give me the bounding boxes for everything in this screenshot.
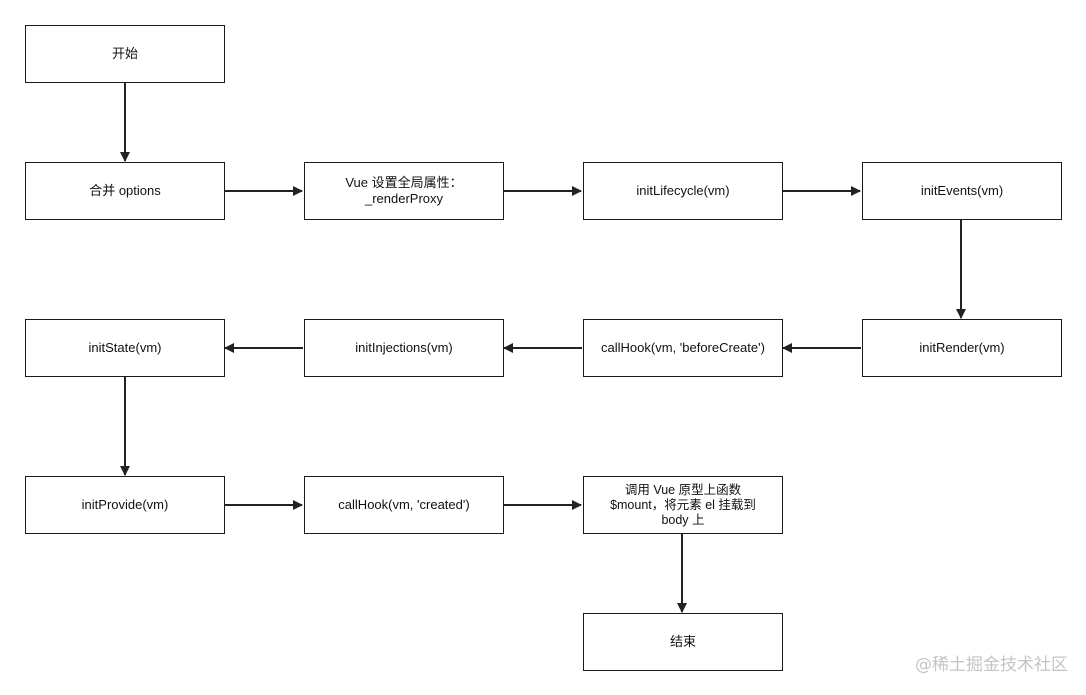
node-merge-options: 合并 options [25, 162, 225, 220]
node-render-proxy: Vue 设置全局属性： _renderProxy [304, 162, 504, 220]
node-init-state: initState(vm) [25, 319, 225, 377]
node-call-hook-before-create: callHook(vm, 'beforeCreate') [583, 319, 783, 377]
node-init-injections: initInjections(vm) [304, 319, 504, 377]
watermark-text: @稀土掘金技术社区 [915, 655, 1068, 675]
node-call-hook-created: callHook(vm, 'created') [304, 476, 504, 534]
node-init-provide: initProvide(vm) [25, 476, 225, 534]
node-init-render: initRender(vm) [862, 319, 1062, 377]
node-end: 结束 [583, 613, 783, 671]
node-start: 开始 [25, 25, 225, 83]
node-mount: 调用 Vue 原型上函数 $mount，将元素 el 挂载到 body 上 [583, 476, 783, 534]
node-init-events: initEvents(vm) [862, 162, 1062, 220]
node-init-lifecycle: initLifecycle(vm) [583, 162, 783, 220]
